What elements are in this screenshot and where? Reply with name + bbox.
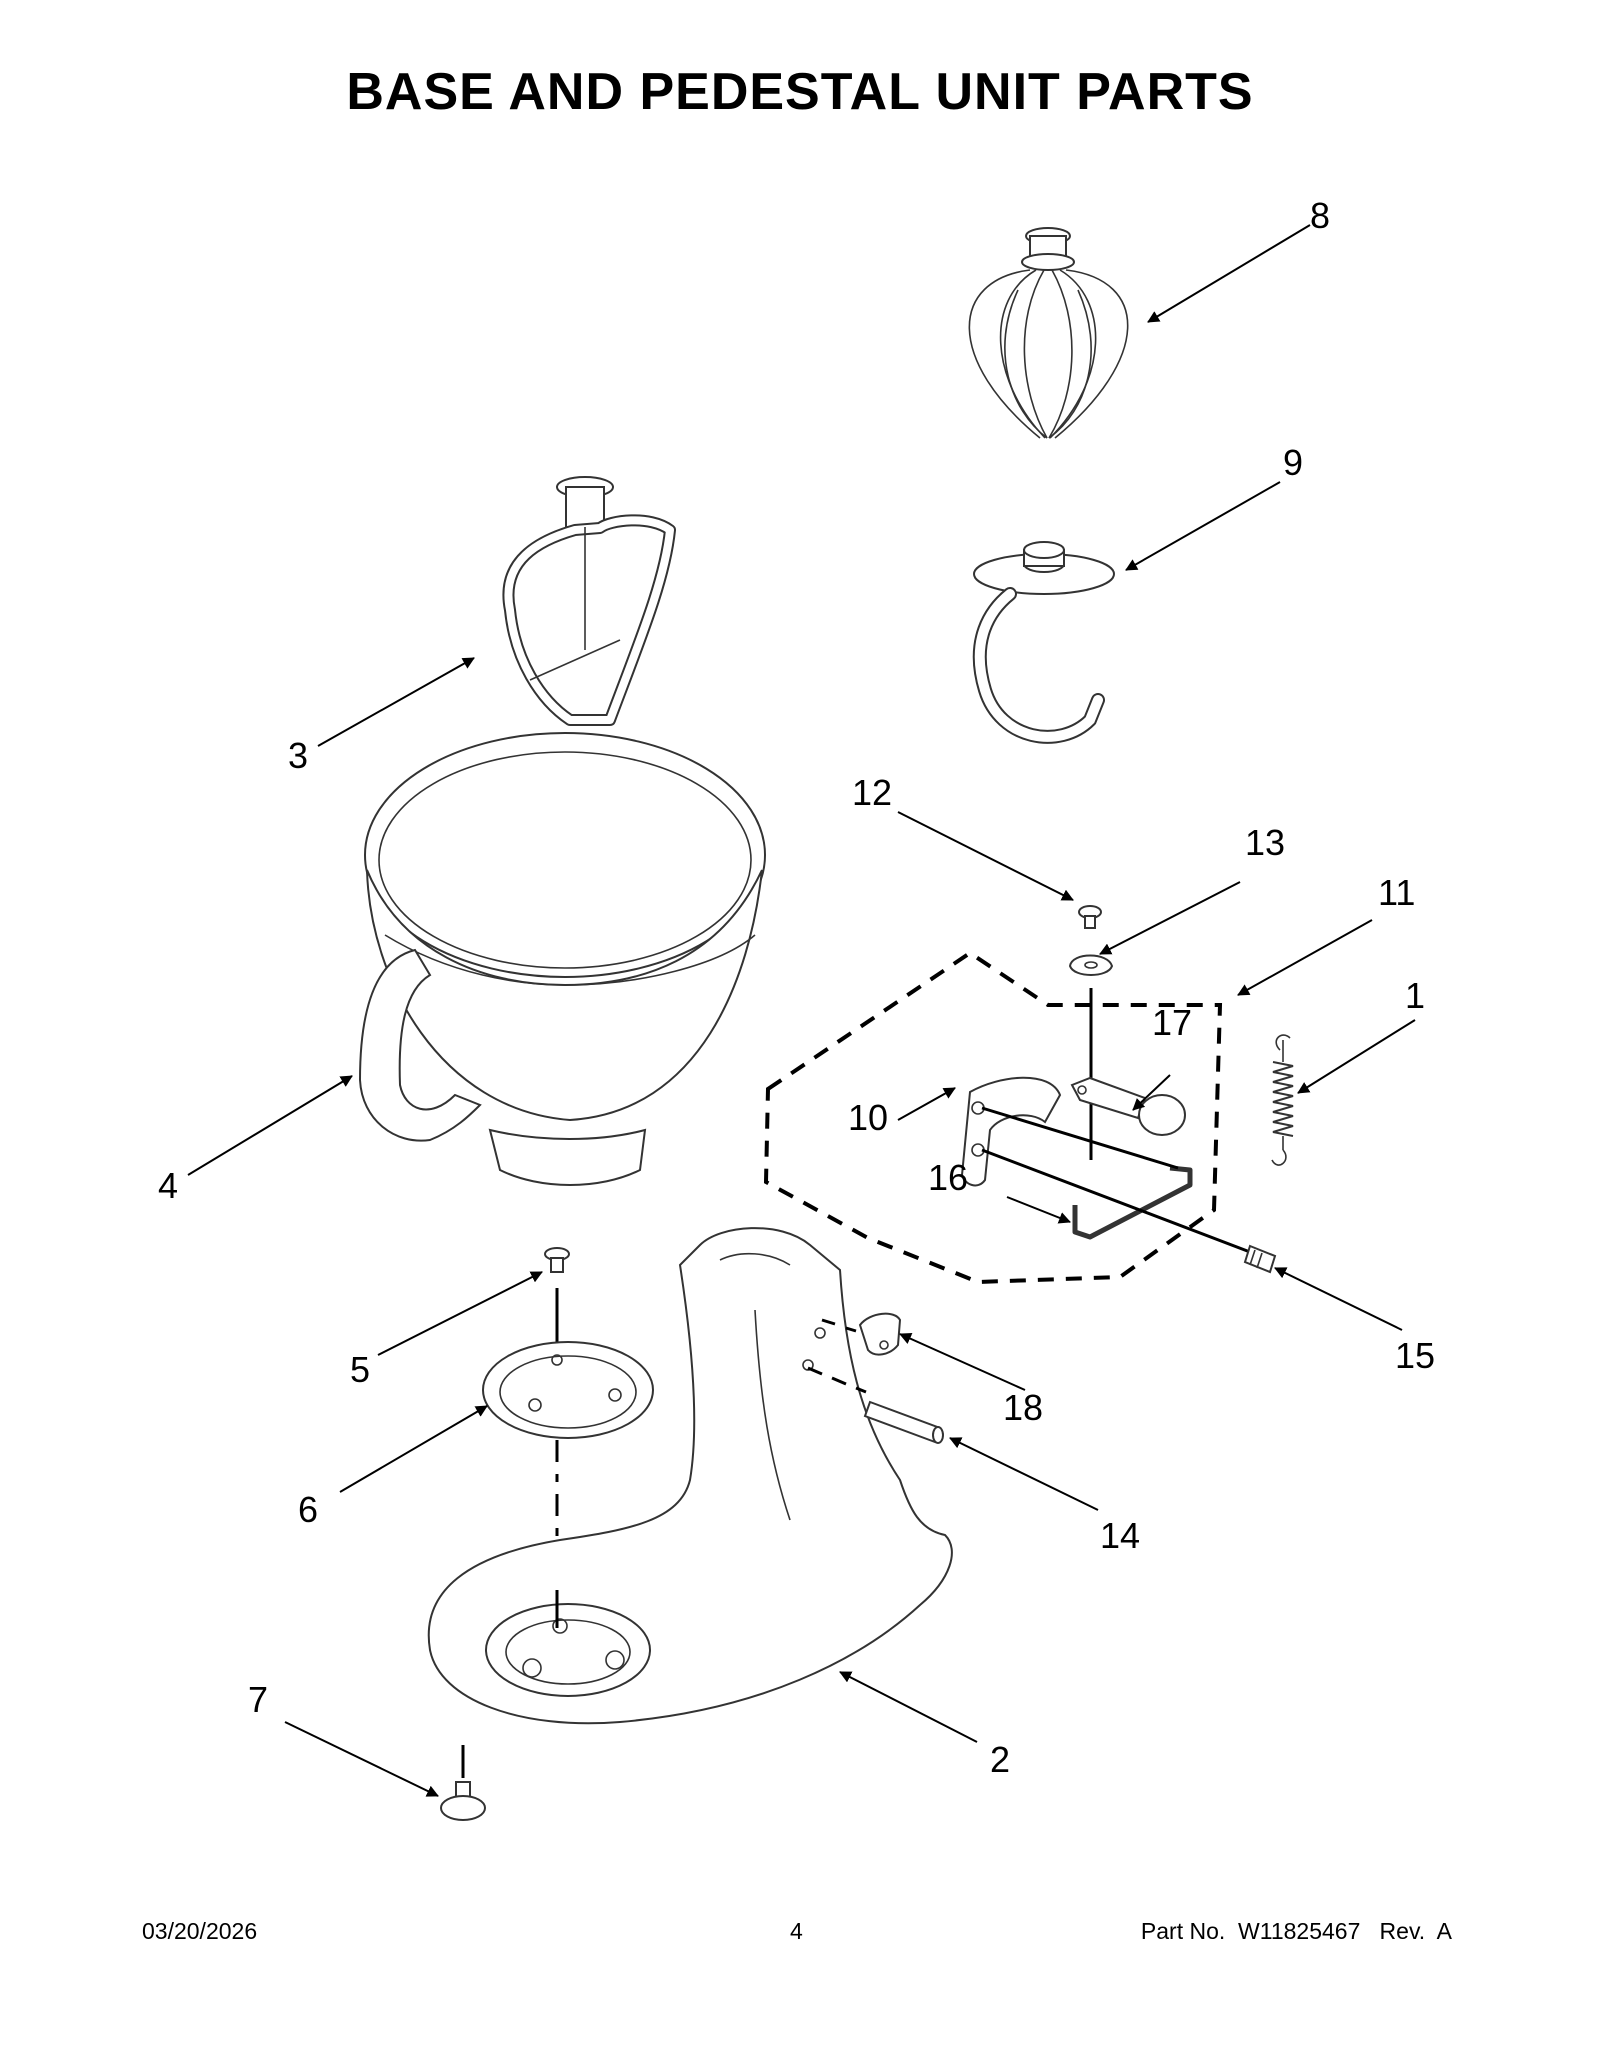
callout-label-1: 1 <box>1405 975 1425 1016</box>
callout-leader <box>899 1333 1026 1391</box>
mixing-bowl-part <box>358 732 766 1186</box>
callout-leader <box>1099 881 1241 955</box>
pin-part-15 <box>1243 1244 1277 1274</box>
callout-label-7: 7 <box>248 1679 268 1720</box>
bracket-part-10 <box>960 1076 1062 1187</box>
callout-label-5: 5 <box>350 1349 370 1390</box>
axis-line <box>981 1106 1179 1170</box>
rod-part-16 <box>1072 1165 1193 1240</box>
callout-label-13: 13 <box>1245 822 1285 863</box>
clamp-plate-part <box>482 1341 654 1439</box>
callout-leader <box>897 1087 956 1121</box>
axis-line <box>807 1366 867 1394</box>
screw-part-12 <box>1078 905 1102 929</box>
callout-leader <box>1147 224 1311 323</box>
callout-label-3: 3 <box>288 735 308 776</box>
callout-leader <box>339 1405 488 1493</box>
page-title: BASE AND PEDESTAL UNIT PARTS <box>346 63 1254 121</box>
callout-leader <box>1237 919 1373 996</box>
screw-part-5 <box>544 1247 570 1273</box>
callout-leader <box>317 657 475 747</box>
wire-whip-part <box>968 227 1129 439</box>
footer-page-number: 4 <box>790 1918 803 1944</box>
callout-label-16: 16 <box>928 1157 968 1198</box>
callout-leader <box>1132 1074 1171 1111</box>
axis-line <box>981 1148 1251 1254</box>
bowl-lift-assembly-outline <box>763 950 1223 1285</box>
callout-label-10: 10 <box>848 1097 888 1138</box>
callout-leader <box>839 1671 978 1743</box>
callout-label-15: 15 <box>1395 1335 1435 1376</box>
callout-leader <box>949 1437 1099 1511</box>
callout-leader <box>897 811 1074 901</box>
callout-leader <box>187 1075 353 1176</box>
callout-label-17: 17 <box>1152 1002 1192 1043</box>
callout-label-4: 4 <box>158 1165 178 1206</box>
flat-beater-part <box>502 476 676 726</box>
rubber-foot-part <box>440 1781 486 1821</box>
callout-leader <box>1274 1267 1403 1331</box>
callout-label-2: 2 <box>990 1739 1010 1780</box>
callout-leader <box>1006 1196 1071 1224</box>
callout-leader <box>377 1271 543 1356</box>
pedestal-base-part <box>427 1227 953 1725</box>
shaft-part-14 <box>863 1400 944 1444</box>
callout-label-18: 18 <box>1003 1387 1043 1428</box>
axis-line <box>821 1318 857 1333</box>
footer-part-number: Part No. W11825467 Rev. A <box>1140 1918 1452 1944</box>
callout-leader <box>284 1721 439 1797</box>
dough-hook-part <box>972 541 1115 744</box>
callout-label-14: 14 <box>1100 1515 1140 1556</box>
bracket-part-18 <box>858 1312 902 1356</box>
callout-leader <box>1125 481 1281 571</box>
callout-label-11: 11 <box>1378 872 1415 913</box>
lever-part-17 <box>1070 1076 1186 1136</box>
footer-date: 03/20/2026 <box>142 1918 258 1944</box>
callout-leader <box>1297 1019 1416 1094</box>
callout-label-12: 12 <box>852 772 892 813</box>
washer-part-13 <box>1068 954 1114 976</box>
spring-part-1 <box>1271 1034 1294 1166</box>
callout-label-9: 9 <box>1283 442 1303 483</box>
callout-label-8: 8 <box>1310 195 1330 236</box>
callout-label-6: 6 <box>298 1489 318 1530</box>
